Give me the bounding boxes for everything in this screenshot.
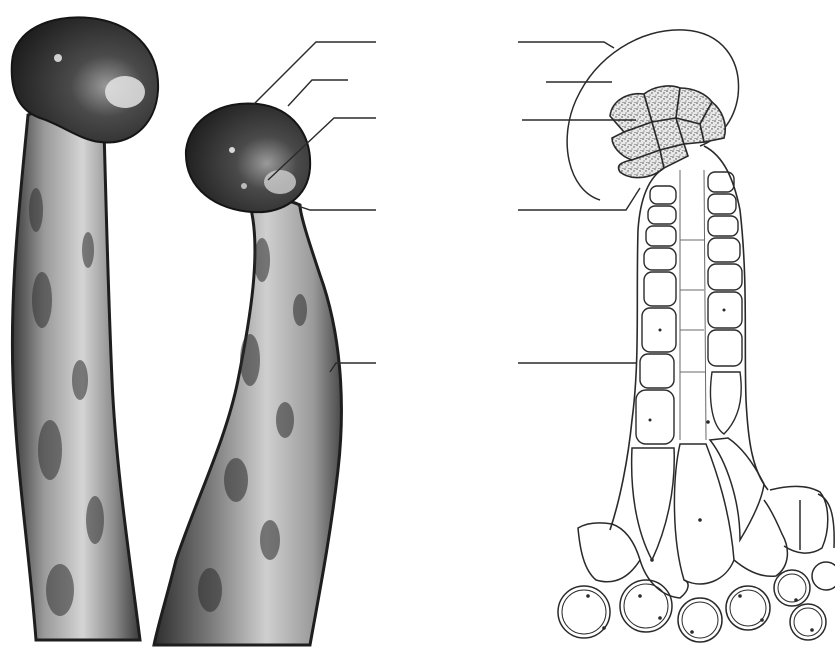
stalk-cell [708, 238, 740, 262]
stalk-cell [646, 226, 676, 246]
nucleus [638, 594, 642, 598]
round-base-cell [794, 608, 822, 636]
right-head-highlight [264, 170, 296, 194]
lower-cell [632, 448, 675, 560]
nucleus [698, 518, 702, 522]
left-head-highlight [105, 76, 145, 108]
nucleus [794, 598, 798, 602]
nucleus [760, 618, 764, 622]
drawing-leader-lines [518, 42, 640, 363]
nucleus [690, 630, 694, 634]
right-specimen-stalk [154, 200, 341, 645]
base-cell [578, 523, 640, 582]
round-base-cell [678, 598, 722, 642]
round-base-cell [562, 590, 606, 634]
stalk-cells-center-column [680, 170, 706, 440]
nucleus [659, 329, 662, 332]
base-cell [770, 487, 828, 554]
round-base-cell [558, 586, 610, 638]
round-base-cell [624, 584, 668, 628]
stalk-cell [711, 372, 742, 434]
photo-leader-1 [254, 42, 376, 104]
round-base-cell [774, 570, 810, 606]
drawing-leader-4 [518, 188, 640, 210]
stalk-cell [648, 206, 676, 224]
stalk-cell [708, 216, 738, 236]
stalk-cell [650, 186, 676, 204]
left-head-spot [54, 54, 62, 62]
right-head-spot-2 [241, 183, 247, 189]
nucleus [650, 558, 654, 562]
stalk-cell [708, 264, 742, 290]
drawing-panel [518, 30, 835, 642]
stalk-cell [644, 272, 676, 306]
stalk-cell [644, 248, 676, 270]
stalk-cells-left-column [636, 186, 676, 444]
base-cell [734, 500, 787, 576]
cap-cells [610, 86, 725, 178]
nucleus [586, 594, 590, 598]
nucleus [649, 419, 652, 422]
round-base-cell [726, 586, 770, 630]
right-head-spot [229, 147, 235, 153]
stalk-cells-right-column [708, 172, 742, 434]
round-base-cell [620, 580, 672, 632]
photo-panel [12, 17, 376, 645]
nucleus [658, 616, 662, 620]
base-cells [558, 487, 835, 643]
round-base-cell [682, 602, 718, 638]
nucleus [810, 628, 814, 632]
nucleus [723, 309, 726, 312]
stalk-lower-cells [632, 438, 764, 584]
stalk-right-wall [704, 146, 768, 490]
nucleus [706, 420, 710, 424]
stalk-left-wall [610, 168, 664, 530]
photo-leader-2 [288, 80, 348, 106]
round-base-cell [812, 562, 835, 590]
stalk-cell [636, 390, 674, 444]
photo-leader-4 [298, 206, 376, 210]
stalk-cell [708, 194, 736, 214]
lower-cell [710, 438, 764, 540]
round-base-cell [790, 604, 826, 640]
stalk-center-line [704, 170, 706, 440]
round-base-cell [778, 574, 806, 602]
stalk-cell [640, 354, 674, 388]
cell-nuclei [586, 309, 814, 634]
drawing-leader-1 [518, 42, 614, 48]
nucleus [602, 626, 606, 630]
nucleus [738, 594, 742, 598]
stalk-cell [708, 330, 742, 366]
